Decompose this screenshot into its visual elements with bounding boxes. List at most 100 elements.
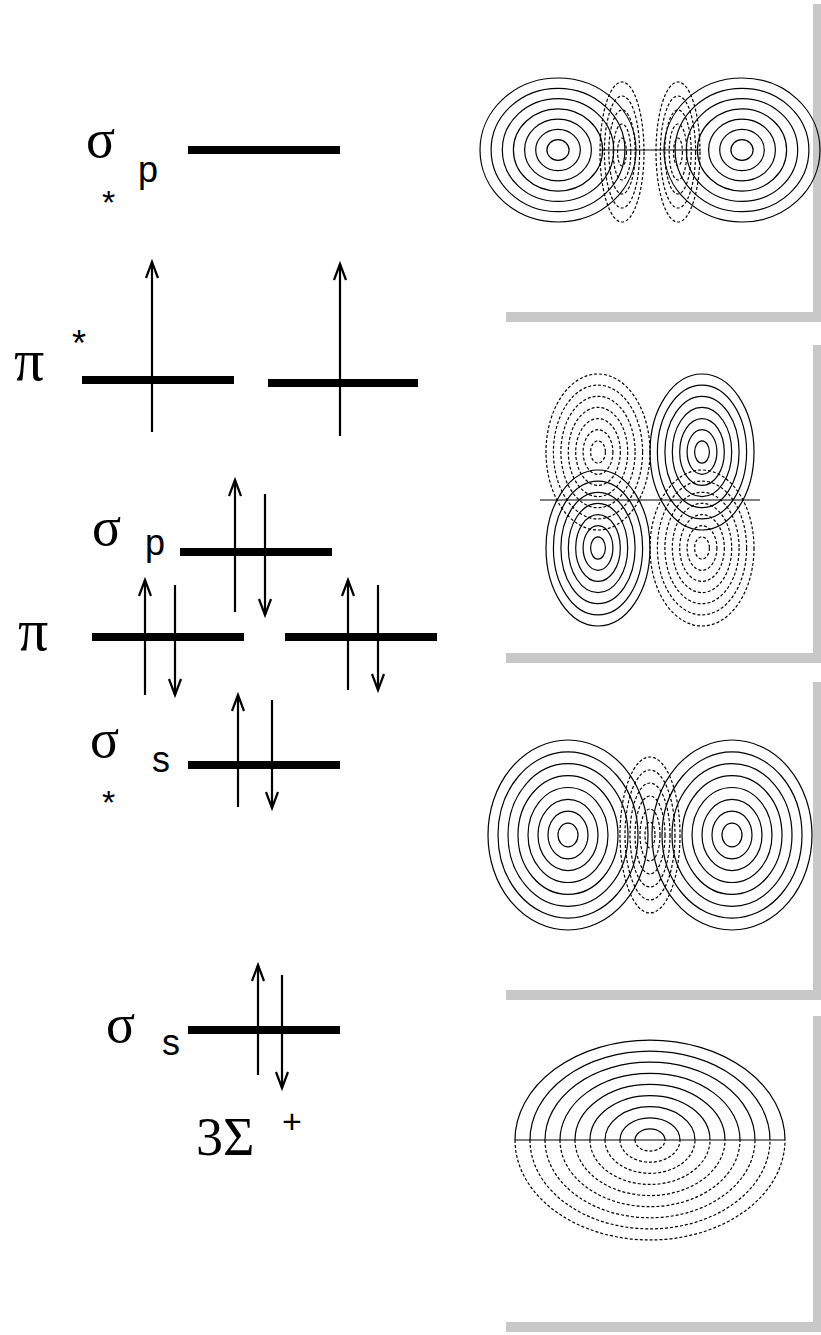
contour-line xyxy=(561,396,635,507)
contour-line xyxy=(680,515,725,582)
contour-line xyxy=(697,109,786,191)
arrow-head xyxy=(276,1072,288,1088)
spin-arrow xyxy=(377,585,379,690)
contour-line xyxy=(575,1140,725,1196)
orbital-symbol: π xyxy=(18,600,48,660)
spin-arrow xyxy=(271,700,273,808)
contour-line xyxy=(568,503,627,592)
contour-plots xyxy=(480,78,820,1240)
plot-frames xyxy=(506,4,821,1332)
contour-line xyxy=(528,788,608,883)
contour-line xyxy=(687,430,717,475)
spin-arrow xyxy=(347,580,349,690)
spin-arrow xyxy=(144,580,146,695)
contour-line xyxy=(722,823,742,847)
orbital-symbol: σ xyxy=(90,712,119,766)
contour-line xyxy=(687,526,717,571)
contour-line xyxy=(656,82,700,222)
spin-arrow xyxy=(339,264,341,436)
arrow-head xyxy=(169,679,181,695)
contour-line xyxy=(620,1118,680,1140)
contour-line xyxy=(709,119,776,181)
energy-level xyxy=(188,761,340,769)
contour-line xyxy=(536,129,581,170)
contour-line xyxy=(508,764,628,907)
contour-line xyxy=(561,492,635,603)
contour-line xyxy=(613,124,631,180)
orbital-symbol: σ xyxy=(92,500,121,554)
contour-line xyxy=(545,1140,755,1218)
frame-bar xyxy=(813,682,821,1000)
contour-line xyxy=(702,799,762,870)
contour-line xyxy=(665,396,739,507)
bond-axis xyxy=(515,1140,785,1141)
arrow-head xyxy=(342,580,354,596)
contour-line xyxy=(605,1107,695,1140)
contour-line xyxy=(635,1129,665,1140)
spin-arrow xyxy=(237,695,239,807)
contour-line xyxy=(657,481,746,615)
arrow-head xyxy=(229,480,241,496)
contour-line xyxy=(530,1140,770,1229)
contour-line xyxy=(731,140,753,161)
energy-level xyxy=(285,633,437,641)
term-superscript: + xyxy=(282,1104,302,1138)
contour-line xyxy=(645,822,655,848)
contour-line xyxy=(665,110,691,194)
contour-line xyxy=(590,1096,710,1140)
contour-line xyxy=(635,1140,665,1151)
contour-line xyxy=(712,811,752,859)
contour-line xyxy=(605,1140,695,1173)
spin-arrow xyxy=(151,262,153,432)
orbital-subscript: s xyxy=(152,742,170,778)
contour-line xyxy=(650,470,754,626)
contour-line xyxy=(650,374,754,530)
antibonding-mark: * xyxy=(102,785,115,819)
arrow-head xyxy=(266,792,278,808)
spin-arrow xyxy=(174,585,176,695)
contour-line xyxy=(525,119,592,181)
arrow-head xyxy=(252,965,264,981)
arrow-head xyxy=(139,580,151,596)
contour-line xyxy=(548,811,588,859)
contour-line xyxy=(502,99,613,202)
contour-line xyxy=(530,1051,770,1140)
spin-arrow xyxy=(257,965,259,1075)
contour-line xyxy=(546,374,650,530)
contour-line xyxy=(609,110,635,194)
contour-line xyxy=(515,1040,785,1140)
contour-line xyxy=(672,407,731,496)
bond-axis xyxy=(540,500,760,501)
contour-line xyxy=(583,430,613,475)
arrow-head xyxy=(259,599,271,615)
contour-line xyxy=(553,481,642,615)
orbital-subscript: s xyxy=(162,1025,180,1061)
contour-line xyxy=(682,776,782,895)
contour-line xyxy=(692,788,772,883)
contour-line xyxy=(618,138,627,166)
arrow-head xyxy=(146,262,158,278)
contour-line xyxy=(635,796,665,874)
contour-line xyxy=(640,809,660,861)
contour-line xyxy=(695,537,710,559)
contour-line xyxy=(669,124,687,180)
orbital-subscript: p xyxy=(145,525,165,561)
frame-bar xyxy=(813,4,821,322)
contour-line xyxy=(575,1084,725,1140)
contour-line xyxy=(657,385,746,519)
contour-line xyxy=(515,1140,785,1240)
contour-line xyxy=(583,526,613,571)
term-symbol: 3Σ xyxy=(196,1110,254,1164)
contour-line xyxy=(630,783,670,887)
arrow-head xyxy=(232,695,244,711)
energy-level xyxy=(92,633,244,641)
spin-arrow xyxy=(234,480,236,612)
contour-line xyxy=(591,537,606,559)
contour-line xyxy=(672,503,731,592)
contour-line xyxy=(720,129,765,170)
contour-line xyxy=(652,740,812,930)
contour-line xyxy=(620,1140,680,1162)
contour-line xyxy=(518,776,618,895)
contour-line xyxy=(568,407,627,496)
